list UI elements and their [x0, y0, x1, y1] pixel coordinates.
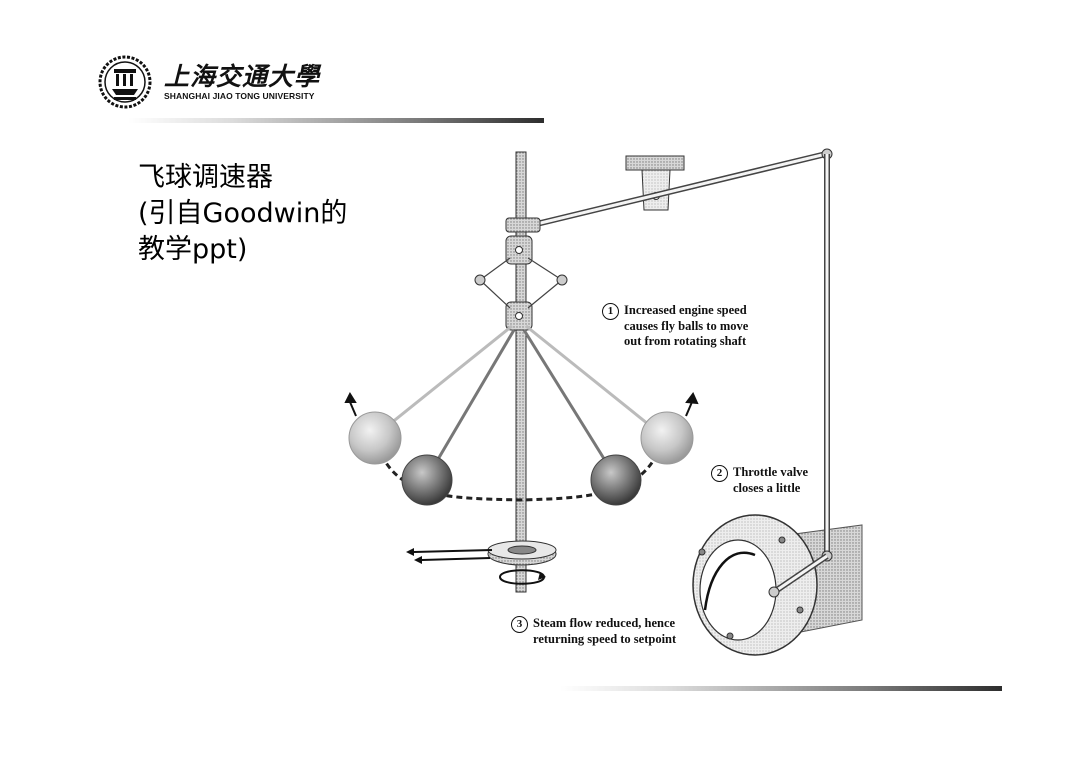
annotation-3: 3 Steam flow reduced, hence returning sp…	[511, 616, 676, 647]
steam-pipe	[692, 514, 863, 656]
ball-trajectory	[373, 435, 665, 502]
spindle-base	[406, 540, 557, 585]
flyball-governor-diagram	[330, 140, 870, 660]
top-collar	[505, 217, 541, 233]
annotation-1: 1 Increased engine speed causes fly ball…	[602, 303, 748, 350]
footer-divider	[560, 686, 1002, 691]
annotation-1-line-1: Increased engine speed	[624, 303, 747, 317]
rotating-shaft	[515, 151, 527, 593]
logo-english-name: SHANGHAI JIAO TONG UNIVERSITY	[164, 91, 315, 101]
annotation-2-line-1: Throttle valve	[733, 465, 809, 479]
fly-ball-extended-right	[640, 411, 694, 465]
sjtu-seal-icon	[98, 55, 152, 109]
governor-illustration	[344, 148, 863, 656]
title-line-3: 教学ppt)	[138, 234, 248, 265]
annotation-2-line-2: closes a little	[733, 480, 801, 495]
fly-ball-extended-left	[348, 411, 402, 465]
annotation-3-line-1: Steam flow reduced, hence	[533, 616, 676, 630]
title-line-2: (引自Goodwin的	[138, 198, 348, 229]
throttle-linkage	[519, 148, 833, 598]
slide-title: 飞球调速器 (引自Goodwin的 教学ppt)	[138, 160, 398, 268]
fly-ball-left	[401, 454, 453, 506]
logo-chinese-name: 上海交通大學	[164, 62, 321, 91]
annotation-1-number: 1	[602, 303, 619, 320]
annotation-3-number: 3	[511, 616, 528, 633]
annotation-2: 2 Throttle valve closes a little	[711, 465, 808, 496]
university-logo: 上海交通大學 SHANGHAI JIAO TONG UNIVERSITY	[98, 55, 319, 111]
header-divider	[128, 118, 544, 123]
annotation-3-line-2: returning speed to setpoint	[533, 631, 677, 646]
annotation-1-line-3: out from rotating shaft	[624, 334, 747, 348]
fly-ball-right	[590, 454, 642, 506]
title-line-1: 飞球调速器	[138, 162, 273, 193]
annotation-2-number: 2	[711, 465, 728, 482]
annotation-1-line-2: causes fly balls to move	[624, 318, 749, 333]
outward-arrow-icons	[344, 391, 699, 417]
linkage-arms	[374, 257, 664, 479]
